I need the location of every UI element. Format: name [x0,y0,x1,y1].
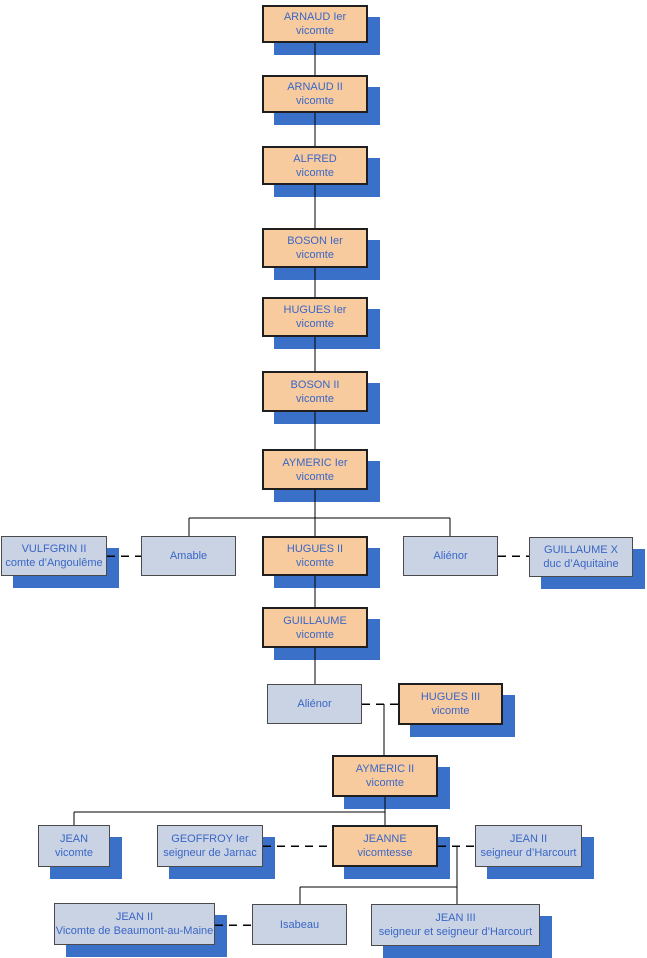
person-name: Aliénor [433,550,468,562]
tree-node-jeanne: JEANNE vicomtesse [332,825,438,867]
person-title: vicomte [431,705,470,717]
person-title: vicomte [296,25,334,37]
person-title: vicomte [366,777,404,789]
person-name: GEOFFROY Ier [171,833,249,845]
person-name: JEAN [59,833,89,845]
person-title: vicomte [296,95,334,107]
tree-node-jean-2-harcourt: JEAN II seigneur d’Harcourt [475,825,582,867]
person-title: vicomte [296,249,334,261]
person-name: JEANNE [363,833,407,845]
person-name: HUGUES III [420,691,481,703]
tree-node-guillaume-x: GUILLAUME X duc d’Aquitaine [529,537,633,577]
tree-node-boson-1er: BOSON Ier vicomte [262,228,368,268]
person-name: Isabeau [279,918,320,931]
tree-node-jean-3: JEAN III seigneur et seigneur d’Harcourt [371,904,540,946]
person-title: seigneur et seigneur d’Harcourt [378,926,533,938]
person-name: Amable [169,550,208,562]
person-name: AYMERIC Ier [282,456,348,469]
tree-node-hugues-3: HUGUES III vicomte [398,683,503,725]
person-title: seigneur d’Harcourt [480,847,577,859]
tree-node-arnaud-2: ARNAUD II vicomte [262,75,368,113]
tree-node-arnaud-1er: ARNAUD Ier vicomte [262,5,368,43]
person-title: seigneur de Jarnac [163,847,257,859]
person-name: BOSON Ier [287,235,343,247]
person-name: BOSON II [290,378,340,391]
person-name: GUILLAUME [283,614,347,627]
person-name: ALFRED [293,152,337,165]
tree-node-alienor-fille-guillaume: Aliénor [267,684,362,724]
person-title: vicomtesse [357,847,413,859]
person-title: vicomte [296,628,334,641]
person-title: vicomte [296,392,334,405]
person-name: HUGUES Ier [283,304,347,316]
tree-node-hugues-2: HUGUES II vicomte [262,536,368,576]
tree-node-alienor-fille-aymeric: Aliénor [403,536,498,576]
person-title: vicomte [296,166,334,179]
person-name: ARNAUD II [287,81,343,93]
person-name: HUGUES II [286,543,344,555]
person-title: vicomte [296,318,334,330]
tree-node-jean: JEAN vicomte [38,825,110,867]
person-name: VULFGRIN II [21,543,87,555]
person-title: vicomte [296,470,334,483]
person-name: JEAN II [115,911,154,923]
person-name: JEAN II [509,833,548,845]
person-title: vicomte [55,847,93,859]
person-name: AYMERIC II [355,763,415,775]
tree-node-jean-2-beaumont: JEAN II Vicomte de Beaumont-au-Maine [54,903,215,945]
tree-node-amable: Amable [141,536,236,576]
person-title: Vicomte de Beaumont-au-Maine [55,925,214,937]
tree-node-vulfgrin-2: VULFGRIN II comte d’Angoulême [1,536,107,576]
tree-node-hugues-1er: HUGUES Ier vicomte [262,297,368,337]
person-name: Aliénor [297,698,332,710]
person-name: GUILLAUME X [544,544,618,556]
person-title: vicomte [296,557,334,569]
tree-node-geoffroy-1er: GEOFFROY Ier seigneur de Jarnac [157,825,263,867]
person-title: comte d’Angoulême [5,557,103,569]
person-name: JEAN III [435,912,476,924]
tree-node-aymeric-2: AYMERIC II vicomte [332,755,438,797]
tree-node-isabeau: Isabeau [252,904,347,945]
person-name: ARNAUD Ier [283,11,347,23]
person-title: duc d’Aquitaine [543,558,619,570]
